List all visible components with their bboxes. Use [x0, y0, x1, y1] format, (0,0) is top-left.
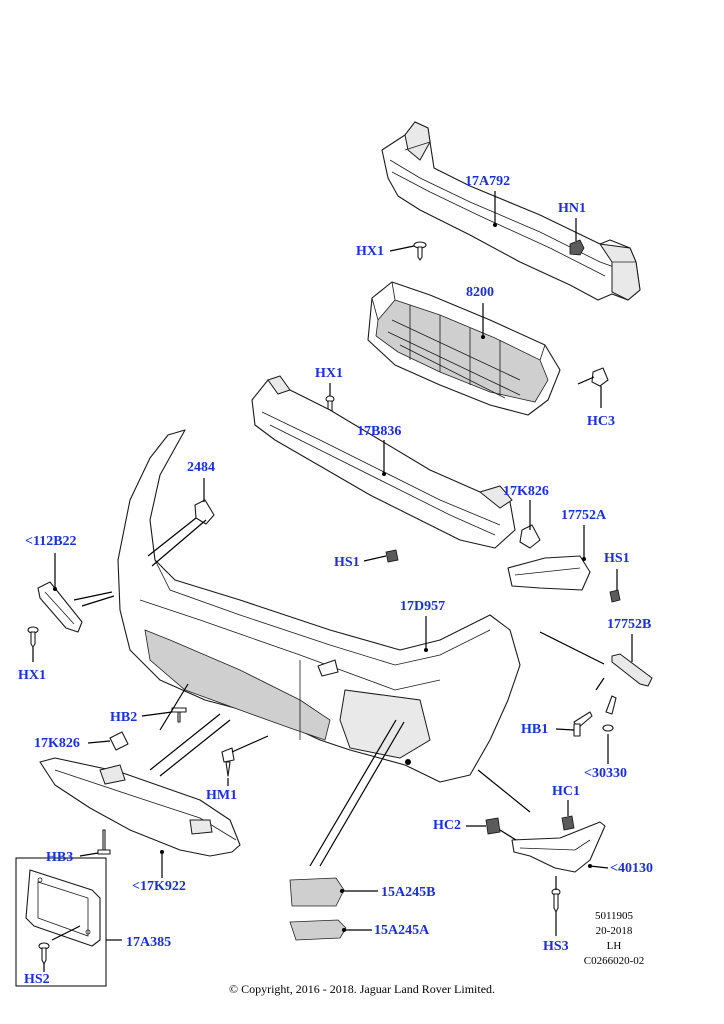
callout-hb2[interactable]: HB2 [110, 710, 138, 725]
insert-15a245a [289, 919, 347, 941]
callout-17b836[interactable]: 17B836 [357, 424, 402, 439]
callout-8200[interactable]: 8200 [466, 285, 494, 300]
hs3-screw [551, 888, 561, 913]
callout-112b22[interactable]: <112B22 [25, 534, 77, 549]
plate-bracket-17a385 [15, 857, 107, 987]
drawing-metadata: 5011905 20-2018 LH C0266020-02 [574, 909, 654, 969]
drawing-id: C0266020-02 [583, 955, 645, 967]
callout-17a385[interactable]: 17A385 [126, 935, 172, 950]
callout-hc2[interactable]: HC2 [433, 818, 461, 833]
hs2-screw [38, 942, 50, 965]
callout-17d957[interactable]: 17D957 [400, 599, 446, 614]
callout-17k826-right[interactable]: 17K826 [503, 484, 549, 499]
callout-hc3[interactable]: HC3 [587, 414, 615, 429]
callout-hx1-mid[interactable]: HX1 [315, 366, 343, 381]
bumper-beam-17a792 [381, 121, 641, 301]
callout-hs3[interactable]: HS3 [543, 939, 569, 954]
copyright-notice: © Copyright, 2016 - 2018. Jaguar Land Ro… [228, 982, 496, 996]
callout-15a245a[interactable]: 15A245A [374, 923, 430, 938]
bumper-cover-17d957 [117, 429, 521, 783]
hc3-clip [591, 367, 609, 387]
callout-hx1-top[interactable]: HX1 [356, 244, 384, 259]
screw-30330 [602, 695, 617, 732]
trim-17752a [507, 555, 591, 591]
callout-hx1-left[interactable]: HX1 [18, 668, 46, 683]
ref-number: 5011905 [594, 910, 634, 922]
hb2-bolt [171, 707, 187, 723]
callout-40130[interactable]: <40130 [610, 861, 653, 876]
trim-17752b [611, 653, 653, 687]
callout-2484[interactable]: 2484 [187, 460, 215, 475]
hc2-clip [485, 817, 501, 835]
callout-hs1-right[interactable]: HS1 [604, 551, 630, 566]
hx1-screw-left [27, 626, 39, 648]
callout-17a792[interactable]: 17A792 [465, 174, 511, 189]
callout-hs2[interactable]: HS2 [24, 972, 50, 987]
year-code: 20-2018 [595, 925, 633, 937]
callout-17k826-left[interactable]: 17K826 [34, 736, 80, 751]
hs1-screw-left [385, 549, 399, 563]
callout-30330[interactable]: <30330 [584, 766, 627, 781]
hx1-screw-top [413, 241, 427, 261]
callout-hs1-left[interactable]: HS1 [334, 555, 360, 570]
callout-17752a[interactable]: 17752A [561, 508, 607, 523]
hn1-nut [569, 239, 585, 256]
callout-17752b[interactable]: 17752B [607, 617, 652, 632]
callout-hb3[interactable]: HB3 [46, 850, 74, 865]
bracket-2484 [194, 499, 215, 525]
lower-cover-17k922 [39, 757, 241, 857]
hs1-screw-right [609, 589, 621, 603]
bracket-40130 [511, 821, 606, 873]
insert-15a245b [289, 877, 345, 907]
side-indicator: LH [606, 940, 622, 952]
callout-hc1[interactable]: HC1 [552, 784, 580, 799]
callout-17k922[interactable]: <17K922 [132, 879, 186, 894]
callout-hm1[interactable]: HM1 [206, 788, 238, 803]
hm1-fastener [221, 747, 235, 777]
callout-hb1[interactable]: HB1 [521, 722, 549, 737]
hb3-bolt [97, 829, 111, 855]
hc1-clip [561, 815, 575, 831]
callout-15a245b[interactable]: 15A245B [381, 885, 436, 900]
grille-8200 [367, 281, 561, 416]
bracket-112b22 [37, 581, 83, 633]
hb1-bolt [573, 711, 593, 737]
callout-hn1[interactable]: HN1 [558, 201, 586, 216]
17k826-clip-left [109, 731, 129, 751]
